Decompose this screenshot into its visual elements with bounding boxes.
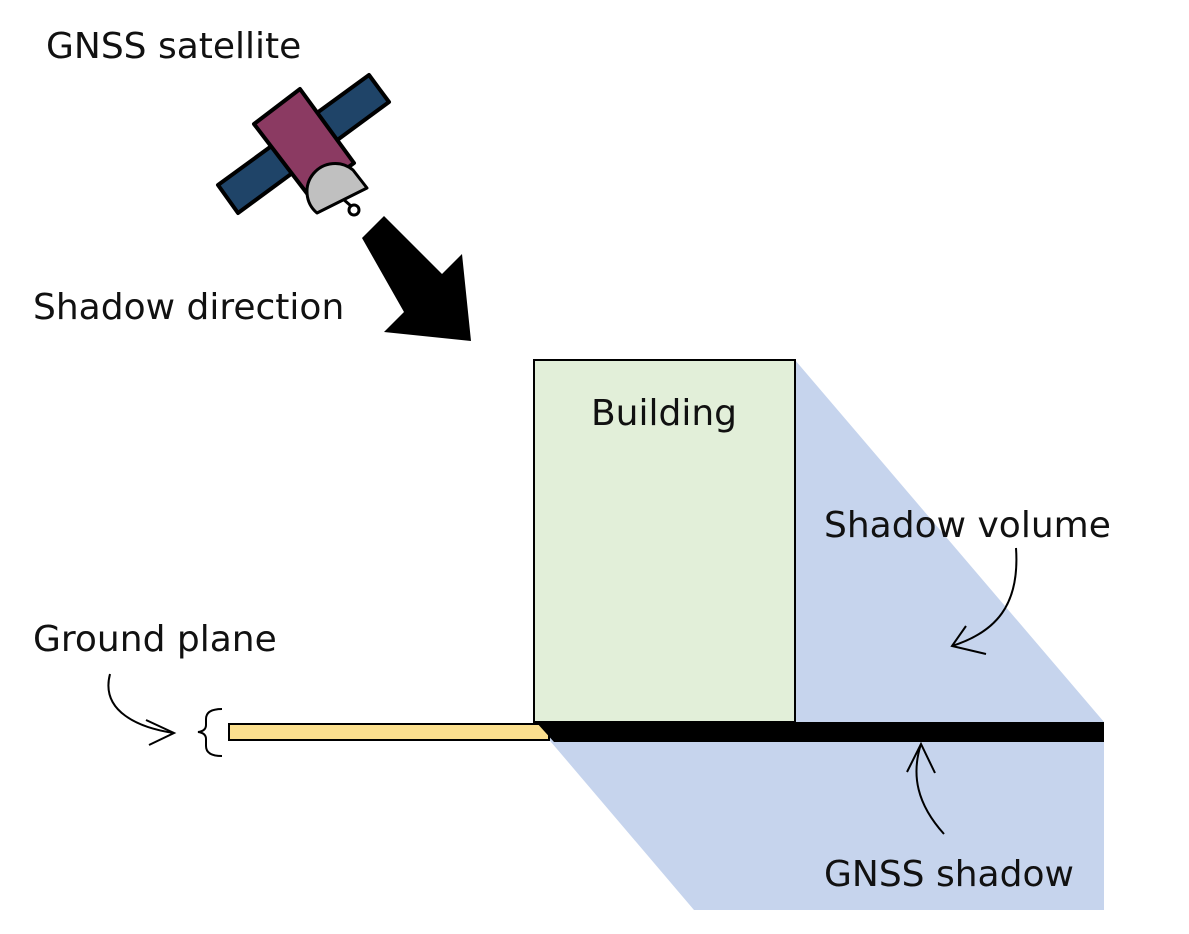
ground-plane-label: Ground plane (33, 619, 277, 660)
curved-arrow-icon (950, 547, 1018, 655)
curved-arrow-icon (107, 673, 177, 746)
shadow-direction-label: Shadow direction (33, 287, 344, 328)
building (533, 359, 796, 723)
building-label: Building (591, 393, 737, 434)
ground-plane (228, 723, 550, 741)
shadow-volume-label: Shadow volume (824, 505, 1111, 546)
curved-arrow-icon (906, 741, 945, 835)
gnss-shadow-label: GNSS shadow (824, 854, 1074, 895)
ground-plane-brace (197, 708, 223, 757)
satellite-antenna-icon (305, 162, 369, 215)
gnss-shadow (536, 722, 1104, 742)
arrow-down-right-icon (362, 216, 471, 341)
satellite-icon (216, 73, 391, 217)
satellite-label: GNSS satellite (46, 26, 301, 67)
